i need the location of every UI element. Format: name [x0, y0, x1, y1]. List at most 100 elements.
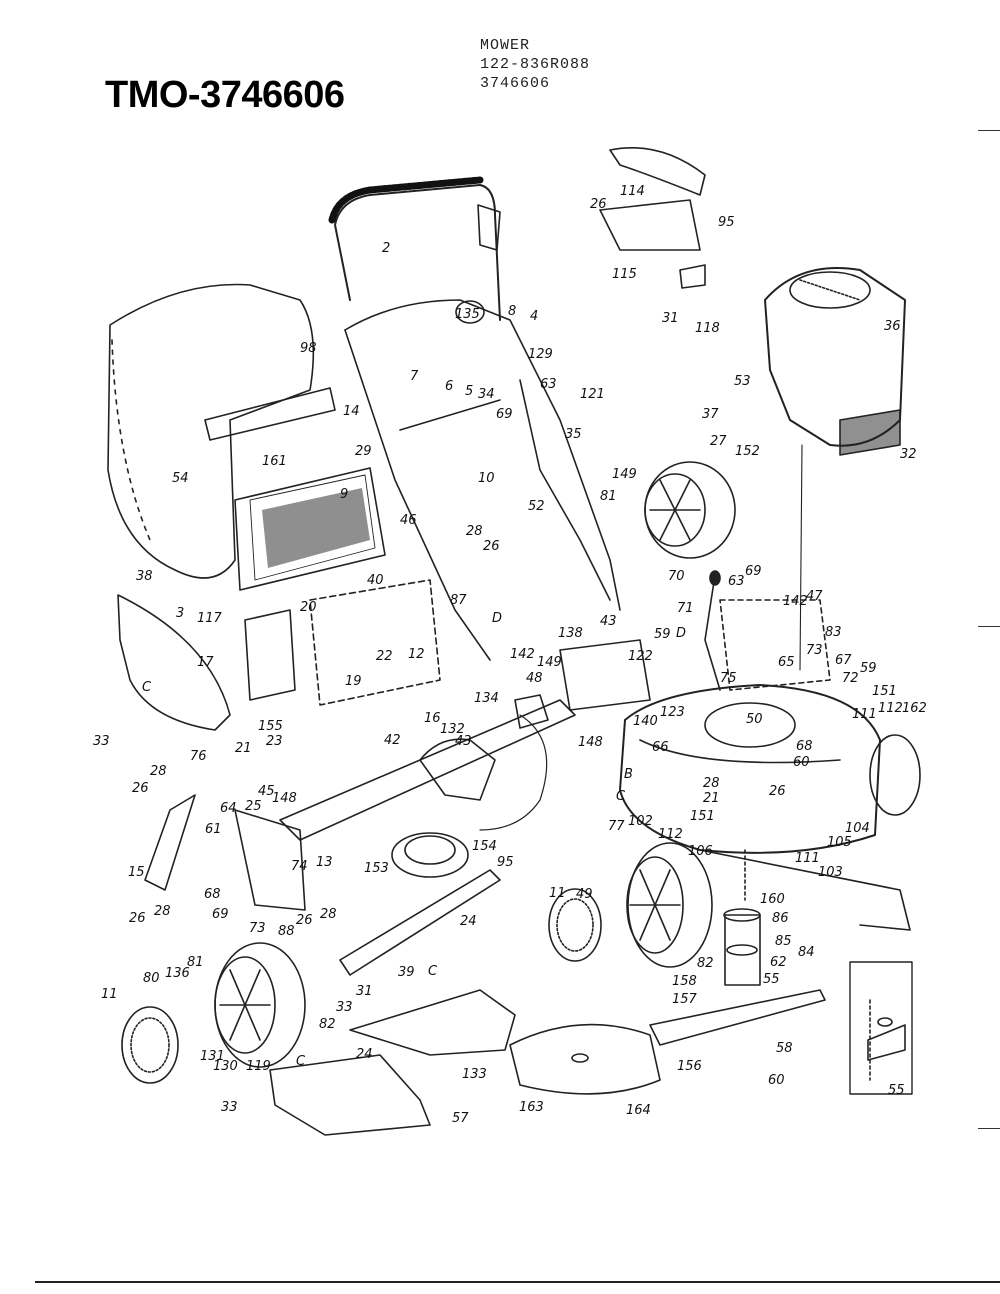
- callout: 104: [845, 821, 870, 836]
- callout: 86: [772, 911, 789, 926]
- callout: 26: [590, 197, 607, 212]
- callout: 111: [795, 851, 820, 866]
- callout: 29: [355, 444, 372, 459]
- callout: 112: [878, 701, 903, 716]
- callout: 27: [710, 434, 727, 449]
- callout: 58: [776, 1041, 793, 1056]
- callout: 157: [672, 992, 698, 1007]
- callout: 131: [200, 1049, 225, 1064]
- callout: 151: [690, 809, 715, 824]
- callout: 5: [465, 384, 473, 399]
- callout: 162: [902, 701, 927, 716]
- callout: 24: [356, 1047, 373, 1062]
- model-number: 122-836R088: [480, 56, 591, 73]
- callout: 77: [608, 819, 625, 834]
- engine-part: [764, 267, 906, 671]
- callout: D: [492, 611, 502, 626]
- callout: 73: [249, 921, 266, 936]
- callout: 47: [806, 589, 823, 604]
- callout: 148: [578, 735, 603, 750]
- front-skirt-part: [269, 869, 516, 1136]
- callout: 76: [190, 749, 207, 764]
- callout: 60: [793, 755, 810, 770]
- callout: 122: [628, 649, 653, 664]
- callout: 46: [400, 513, 417, 528]
- callout: 62: [770, 955, 787, 970]
- callout: 102: [628, 814, 653, 829]
- wheel-front-left: [214, 942, 306, 1068]
- callout: 135: [455, 307, 480, 322]
- callout: 54: [172, 471, 189, 486]
- callout: 119: [246, 1059, 271, 1074]
- callout: 98: [300, 341, 317, 356]
- callout: 59: [860, 661, 877, 676]
- callout: 21: [235, 741, 252, 756]
- callout: 28: [154, 904, 171, 919]
- callout: 95: [497, 855, 514, 870]
- page-edge-mark: [978, 626, 1000, 627]
- callout: 57: [452, 1111, 469, 1126]
- callout: 45: [258, 784, 275, 799]
- callout: 14: [343, 404, 360, 419]
- callout: 69: [745, 564, 762, 579]
- callout: C: [428, 964, 438, 979]
- callout: 73: [806, 643, 823, 658]
- callout: 55: [763, 972, 780, 987]
- callout: 88: [278, 924, 295, 939]
- callout: 70: [668, 569, 685, 584]
- callout: 23: [266, 734, 283, 749]
- callout: 63: [728, 574, 745, 589]
- wheel-rear-right: [644, 461, 736, 559]
- callout: 155: [258, 719, 283, 734]
- callout: 68: [204, 887, 221, 902]
- inset-detail-box: [849, 961, 913, 1095]
- callout: 20: [300, 600, 317, 615]
- callout: D: [676, 626, 686, 641]
- part-callouts: 2 114 26 95 115 31 118 36 32 53 37 27 15…: [93, 184, 927, 1126]
- callout: 3: [176, 606, 184, 621]
- callout: 74: [291, 859, 308, 874]
- callout: 28: [320, 907, 337, 922]
- callout: 2: [382, 241, 390, 256]
- mower-deck-part: [619, 599, 911, 931]
- callout: 82: [319, 1017, 336, 1032]
- callout: 164: [626, 1103, 651, 1118]
- callout: 142: [510, 647, 535, 662]
- bag-frame-part: [234, 467, 386, 591]
- callout: 26: [769, 784, 786, 799]
- callout: 151: [872, 684, 897, 699]
- callout: 26: [483, 539, 500, 554]
- callout: 34: [478, 387, 495, 402]
- blade-part: [649, 989, 826, 1046]
- callout: 132: [440, 722, 465, 737]
- callout: 87: [450, 593, 467, 608]
- callout: 11: [101, 987, 118, 1002]
- callout: 40: [367, 573, 384, 588]
- callout: 33: [221, 1100, 238, 1115]
- callout: 28: [466, 524, 483, 539]
- model-info: MOWER 122-836R088 3746606: [480, 36, 590, 93]
- callout: 136: [165, 966, 190, 981]
- callout: 123: [660, 705, 685, 720]
- callout: C: [142, 680, 152, 695]
- callout: 154: [472, 839, 497, 854]
- callout: 43: [600, 614, 617, 629]
- baffle-part: [509, 1023, 661, 1095]
- callout: 156: [677, 1059, 702, 1074]
- callout: C: [296, 1054, 306, 1069]
- bottom-rule: [35, 1281, 1000, 1283]
- callout: 153: [364, 861, 389, 876]
- callout: 106: [688, 844, 713, 859]
- callout: 49: [576, 887, 593, 902]
- callout: 148: [272, 791, 297, 806]
- callout: 95: [718, 215, 735, 230]
- callout: 81: [600, 489, 617, 504]
- callout: 10: [478, 471, 495, 486]
- callout: 115: [612, 267, 637, 282]
- callout: 134: [474, 691, 499, 706]
- callout: 130: [213, 1059, 238, 1074]
- callout: 52: [528, 499, 545, 514]
- callout: 12: [408, 647, 425, 662]
- callout: 114: [620, 184, 645, 199]
- callout: 43: [455, 734, 472, 749]
